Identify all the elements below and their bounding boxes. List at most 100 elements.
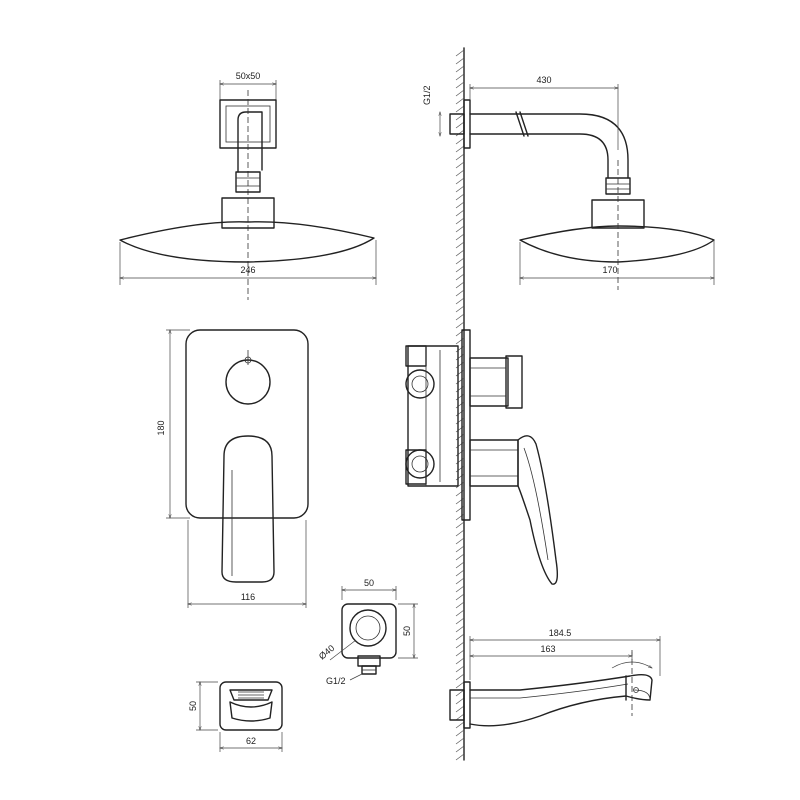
wall-hatch-line (455, 81, 465, 89)
wall-hatch-line (455, 633, 465, 641)
wall-hatch-line (455, 433, 465, 441)
wall-hatch-line (455, 177, 465, 185)
wall-hatch-line (455, 265, 465, 273)
wall-hatch-line (455, 753, 465, 761)
wall-hatch-line (455, 425, 465, 433)
wall-hatch-line (455, 201, 465, 209)
wall-hatch-line (455, 193, 465, 201)
wall-hatch-line (455, 529, 465, 537)
wall-hatch-line (455, 161, 465, 169)
wall-hatch-line (455, 233, 465, 241)
wall-hatch-line (455, 113, 465, 121)
wall-hatch-line (455, 393, 465, 401)
wall-hatch-line (455, 305, 465, 313)
wall-hatch-line (455, 361, 465, 369)
wall-hatch-line (455, 241, 465, 249)
hand-shower-holder: 50 62 (188, 681, 283, 752)
wall-hatch-line (455, 105, 465, 113)
arm-thread-label: G1/2 (422, 85, 432, 105)
mount-square-dimension: 50x50 (236, 71, 261, 81)
wall-hatch-line (455, 561, 465, 569)
wall-hatch-line (455, 377, 465, 385)
wall-hatch-line (455, 577, 465, 585)
holder-height-dimension: 50 (188, 701, 198, 711)
wall-hatch-line (455, 545, 465, 553)
arm-length-dimension: 430 (536, 75, 551, 85)
wall-hatch-line (455, 313, 465, 321)
wall-hatch-line (455, 385, 465, 393)
plate-height-dimension: 180 (156, 420, 166, 435)
wall-hatch-line (455, 417, 465, 425)
holder-width-dimension: 62 (246, 736, 256, 746)
wall-hatch-line (455, 89, 465, 97)
wall-hatch-line (455, 737, 465, 745)
wall-hatch-line (455, 337, 465, 345)
wall-hatch-line (455, 145, 465, 153)
wall-hatch-line (455, 657, 465, 665)
wall-hatch-line (455, 625, 465, 633)
plate-width-dimension: 116 (241, 592, 255, 602)
wall-hatch-line (455, 689, 465, 697)
wall-outlet: 50 50 Ø40 G1/2 (317, 578, 418, 686)
wall-hatch-line (455, 481, 465, 489)
wall-hatch-line (455, 449, 465, 457)
wall-hatch-line (455, 649, 465, 657)
wall-hatch-line (455, 329, 465, 337)
shower-head-front-view: 50x50 246 (119, 71, 376, 300)
wall-hatch-line (455, 473, 465, 481)
wall-hatch-line (455, 65, 465, 73)
wall-hatch-line (455, 153, 465, 161)
wall-hatch-line (455, 369, 465, 377)
wall-hatch-line (455, 257, 465, 265)
wall-hatch-line (455, 465, 465, 473)
wall-hatch-line (455, 673, 465, 681)
wall-hatch-line (455, 617, 465, 625)
wall-hatch-line (455, 185, 465, 193)
wall-hatch-line (455, 665, 465, 673)
wall-hatch-line (455, 289, 465, 297)
wall-hatch-line (455, 513, 465, 521)
mixer-side-view (405, 329, 559, 585)
spout-total-dimension: 184.5 (549, 628, 572, 638)
wall-hatch-line (455, 353, 465, 361)
wall-hatch-line (455, 57, 465, 65)
head-height-dimension: 170 (602, 265, 617, 275)
wall-hatch-line (455, 641, 465, 649)
wall-section (455, 47, 465, 761)
wall-hatch-line (455, 681, 465, 689)
wall-hatch-line (455, 409, 465, 417)
wall-hatch-line (455, 225, 465, 233)
wall-hatch-line (455, 537, 465, 545)
wall-hatch-line (455, 601, 465, 609)
wall-hatch-line (455, 49, 465, 57)
outlet-thread-label: G1/2 (326, 676, 346, 686)
wall-hatch-line (455, 217, 465, 225)
wall-hatch-line (455, 721, 465, 729)
wall-hatch-line (455, 441, 465, 449)
wall-hatch-line (455, 273, 465, 281)
outlet-width-dimension: 50 (364, 578, 374, 588)
wall-hatch-line (455, 137, 465, 145)
wall-hatch-line (455, 505, 465, 513)
wall-hatch-line (455, 609, 465, 617)
wall-hatch-line (455, 249, 465, 257)
bath-spout: 184.5 163 (449, 628, 660, 729)
wall-hatch-line (455, 745, 465, 753)
wall-hatch-line (455, 281, 465, 289)
wall-hatch-line (455, 129, 465, 137)
shower-arm-side-view: G1/2 430 170 (422, 75, 715, 290)
wall-hatch-line (455, 553, 465, 561)
wall-hatch-line (455, 569, 465, 577)
wall-hatch-line (455, 593, 465, 601)
wall-hatch-line (455, 169, 465, 177)
wall-hatch-line (455, 209, 465, 217)
wall-hatch-line (455, 585, 465, 593)
wall-hatch-line (455, 73, 465, 81)
wall-hatch-line (455, 121, 465, 129)
wall-hatch-line (455, 457, 465, 465)
wall-hatch-line (455, 713, 465, 721)
head-diameter-dimension: 246 (240, 265, 255, 275)
wall-hatch-line (455, 297, 465, 305)
wall-hatch-line (455, 729, 465, 737)
